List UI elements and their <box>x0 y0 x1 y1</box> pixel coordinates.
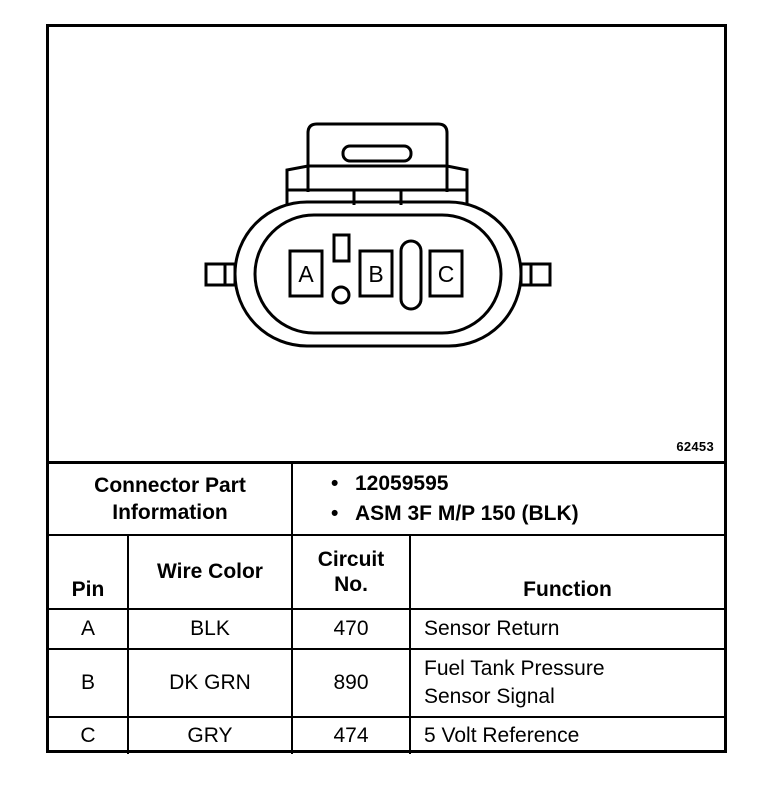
connector-part-label: Connector Part Information <box>49 461 293 536</box>
column-header-row: Pin Wire Color Circuit No. Function <box>49 534 724 610</box>
circuit-cell: 474 <box>291 716 411 754</box>
table-row: A BLK 470 Sensor Return <box>49 608 724 650</box>
center-rib <box>399 239 423 311</box>
connector-part-row: Connector Part Information • 12059595 • AS… <box>49 461 724 536</box>
latch-shoulder <box>285 164 469 205</box>
connector-diagram: A B C 62453 <box>49 27 724 461</box>
wire-color-cell: DK GRN <box>127 648 293 718</box>
connector-card: A B C 62453 Connector Part Information •… <box>46 24 727 754</box>
function-line1: Fuel Tank Pressure <box>424 657 605 680</box>
connector-table: Connector Part Information •12059595 •AS… <box>49 461 724 754</box>
part-number: 12059595 <box>355 472 449 495</box>
polarizing-hole <box>331 285 351 305</box>
connector-part-list: • 12059595 • ASM 3F M/P 150 (BLK) <box>291 461 724 536</box>
figure-id: 62453 <box>676 439 714 454</box>
function-cell: 5 Volt Reference <box>409 716 724 754</box>
pin-label-b: B <box>368 261 383 287</box>
polarizing-key <box>332 233 351 263</box>
wire-color-cell: BLK <box>127 608 293 650</box>
part-assembly-item: • ASM 3F M/P 150 (BLK) <box>331 499 724 529</box>
connector-inner-shell <box>253 213 503 335</box>
function-cell: Fuel Tank Pressure Sensor Signal <box>409 648 724 718</box>
header-wire-color: Wire Color <box>127 534 293 610</box>
pin-cell: B <box>49 648 129 718</box>
table-row: B DK GRN 890 Fuel Tank Pressure Sensor S… <box>49 648 724 718</box>
connector-part-label-line2: Information <box>112 501 228 524</box>
part-assembly: ASM 3F M/P 150 (BLK) <box>355 502 579 525</box>
header-pin: Pin <box>49 534 129 610</box>
table-row: C GRY 474 5 Volt Reference <box>49 716 724 754</box>
header-function: Function <box>409 534 724 610</box>
function-line1: Sensor Return <box>424 617 560 640</box>
connector-face-drawing: A B C <box>204 122 552 348</box>
header-circuit-line1: Circuit <box>317 548 385 571</box>
header-circuit-line2: No. <box>334 573 368 596</box>
pin-label-c: C <box>438 261 455 287</box>
function-line1: 5 Volt Reference <box>424 724 580 747</box>
cavity-b <box>358 249 394 298</box>
circuit-cell: 890 <box>291 648 411 718</box>
tab-slot <box>341 144 413 163</box>
wire-color-cell: GRY <box>127 716 293 754</box>
header-circuit-no: Circuit No. <box>291 534 411 610</box>
locking-tab <box>306 122 449 192</box>
part-number-item: • 12059595 <box>331 469 724 499</box>
pin-label-a: A <box>298 261 314 287</box>
left-ear <box>204 262 237 287</box>
connector-part-label-line1: Connector Part <box>94 474 246 497</box>
function-line2: Sensor Signal <box>424 685 555 708</box>
cavity-c <box>428 249 464 298</box>
cavity-a <box>288 249 324 298</box>
pin-cell: C <box>49 716 129 754</box>
pin-cell: A <box>49 608 129 650</box>
circuit-cell: 470 <box>291 608 411 650</box>
bullet: • <box>331 502 339 525</box>
function-cell: Sensor Return <box>409 608 724 650</box>
bullet: • <box>331 472 339 495</box>
right-ear <box>519 262 552 287</box>
